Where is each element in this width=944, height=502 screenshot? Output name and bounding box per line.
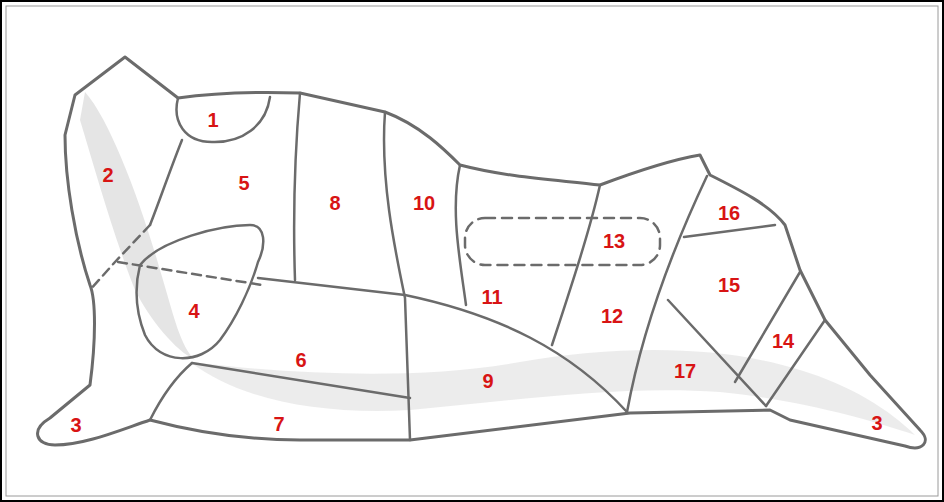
tenderloin-outline — [465, 218, 660, 265]
callout-number: 3 — [871, 413, 882, 433]
cut-line — [627, 176, 707, 412]
shading — [190, 350, 915, 435]
callout-number: 2 — [102, 165, 113, 185]
cut-line — [90, 225, 150, 290]
cut-line — [258, 278, 627, 412]
cut-line — [766, 320, 825, 406]
callout-number: 6 — [295, 350, 306, 370]
callout-number: 8 — [329, 193, 340, 213]
cut-line — [456, 165, 466, 305]
callout-number: 7 — [273, 414, 284, 434]
cut-line — [684, 225, 775, 237]
callout-number: 4 — [188, 301, 199, 321]
cut-line — [150, 140, 182, 225]
callout-number: 12 — [601, 306, 623, 326]
cut-line — [384, 112, 410, 440]
cut-line — [735, 272, 800, 382]
cut-line — [150, 363, 192, 420]
inner-frame — [6, 6, 938, 496]
cut-line — [294, 93, 300, 280]
callout-number: 14 — [772, 331, 794, 351]
carcass-outline — [38, 57, 926, 448]
callout-number: 13 — [603, 231, 625, 251]
cut-line — [137, 225, 264, 358]
callout-number: 10 — [413, 193, 435, 213]
callout-number: 11 — [481, 287, 502, 307]
callout-number: 16 — [718, 203, 740, 223]
callout-number: 17 — [674, 361, 696, 381]
callout-number: 9 — [482, 371, 493, 391]
callout-number: 1 — [207, 110, 218, 130]
cut-line — [177, 97, 270, 142]
callout-number: 5 — [238, 173, 249, 193]
shading — [80, 92, 195, 360]
callout-number: 15 — [718, 275, 740, 295]
callout-number: 3 — [70, 415, 81, 435]
